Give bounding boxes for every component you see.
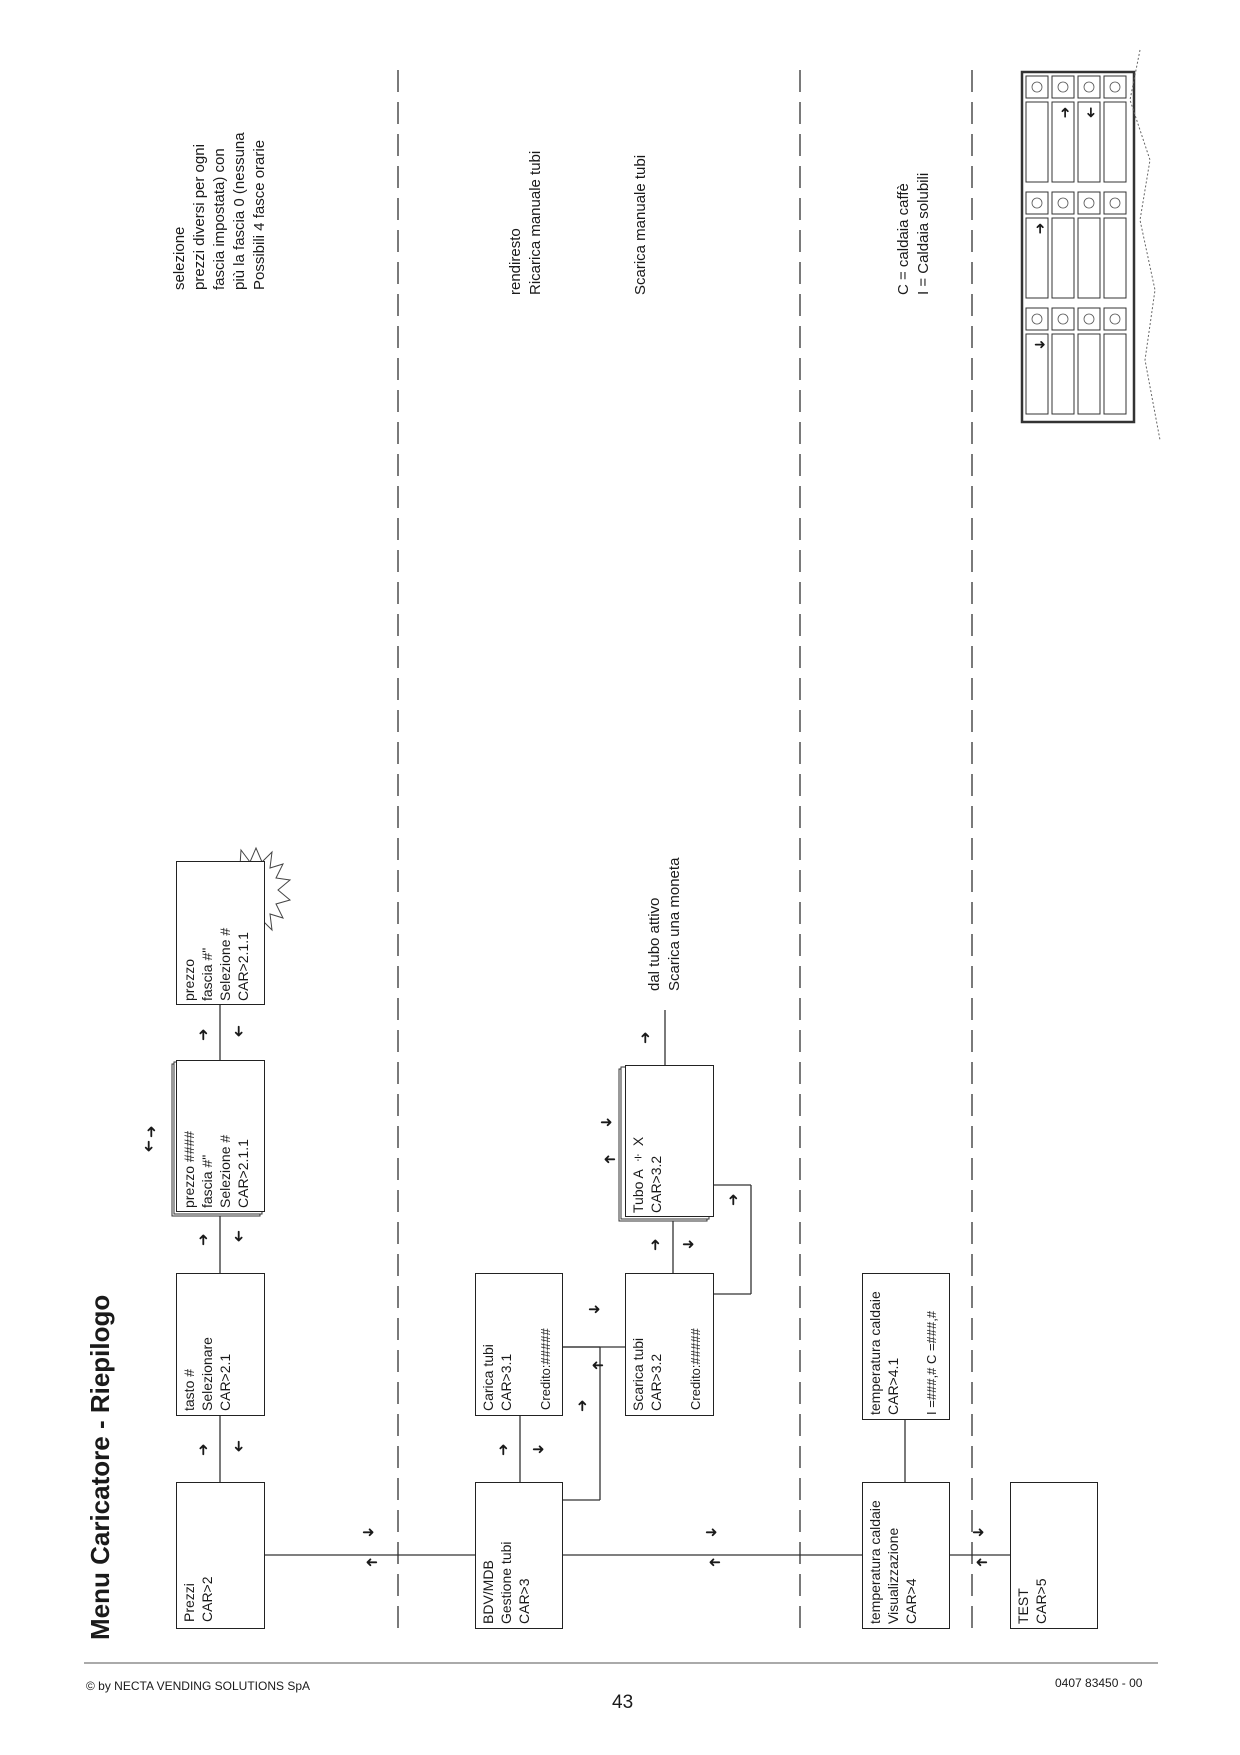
arrow-left-icon: ➜	[365, 1554, 378, 1571]
arrow-right-icon: ➜	[362, 1524, 375, 1541]
arrow-up-icon: ➜	[1031, 222, 1048, 235]
box-car2	[176, 1482, 265, 1629]
note-scarica: Scarica manuale tubi	[632, 154, 649, 295]
arrow-up-icon: ➜	[143, 1125, 160, 1138]
arrow-down-icon: ➜	[230, 1230, 247, 1243]
arrow-left-icon: ➜	[591, 1357, 604, 1374]
box-car3	[475, 1482, 563, 1629]
box-car3-1	[475, 1273, 563, 1416]
arrow-right-icon: ➜	[532, 1441, 545, 1458]
keypad-diagram	[1020, 49, 1161, 441]
arrow-right-icon: ➜	[972, 1524, 985, 1541]
arrow-up-icon: ➜	[195, 1233, 212, 1246]
arrow-right-icon: ➜	[1034, 336, 1046, 352]
box-car4-1-values: I =###,# C =###,#	[924, 1310, 939, 1415]
arrow-left-icon: ➜	[708, 1554, 721, 1571]
arrow-up-icon: ➜	[1056, 106, 1073, 119]
arrow-down-icon: ➜	[1083, 106, 1100, 119]
box-car5	[1010, 1482, 1098, 1629]
box-car3-2-credit: Credito:#####	[688, 1328, 703, 1410]
box-car2-1-1-a	[176, 1060, 265, 1212]
arrow-up-icon: ➜	[725, 1193, 742, 1206]
arrow-up-icon: ➜	[495, 1443, 512, 1456]
page-number: 43	[612, 1692, 634, 1713]
arrow-up-icon: ➜	[647, 1238, 664, 1251]
arrow-left-icon: ➜	[603, 1151, 616, 1168]
arrow-up-icon: ➜	[195, 1028, 212, 1041]
footer-code: 0407 83450 - 00	[1055, 1676, 1143, 1690]
arrow-up-icon: ➜	[637, 1031, 654, 1044]
flash-value: ####	[238, 883, 250, 908]
box-car3-2	[625, 1273, 714, 1416]
arrow-right-icon: ➜	[588, 1301, 601, 1318]
box-car2-1-1-b	[176, 861, 265, 1005]
box-car4	[862, 1482, 950, 1629]
footer-copyright: © by NECTA VENDING SOLUTIONS SpA	[86, 1679, 311, 1693]
arrow-up-icon: ➜	[574, 1399, 591, 1412]
arrow-down-icon: ➜	[230, 1025, 247, 1038]
arrow-right-icon: ➜	[682, 1236, 695, 1253]
box-car3-1-credit: Credito:#####	[538, 1328, 553, 1410]
arrow-down-icon: ➜	[230, 1440, 247, 1453]
arrow-down-icon: ➜	[140, 1140, 157, 1153]
box-car4-1	[862, 1273, 950, 1420]
arrow-left-icon: ➜	[975, 1554, 988, 1571]
arrow-up-icon: ➜	[195, 1443, 212, 1456]
box-car2-1	[176, 1273, 265, 1416]
arrow-right-icon: ➜	[705, 1524, 718, 1541]
arrow-right-icon: ➜	[600, 1114, 613, 1131]
box-car3-2-tubo	[625, 1065, 714, 1217]
